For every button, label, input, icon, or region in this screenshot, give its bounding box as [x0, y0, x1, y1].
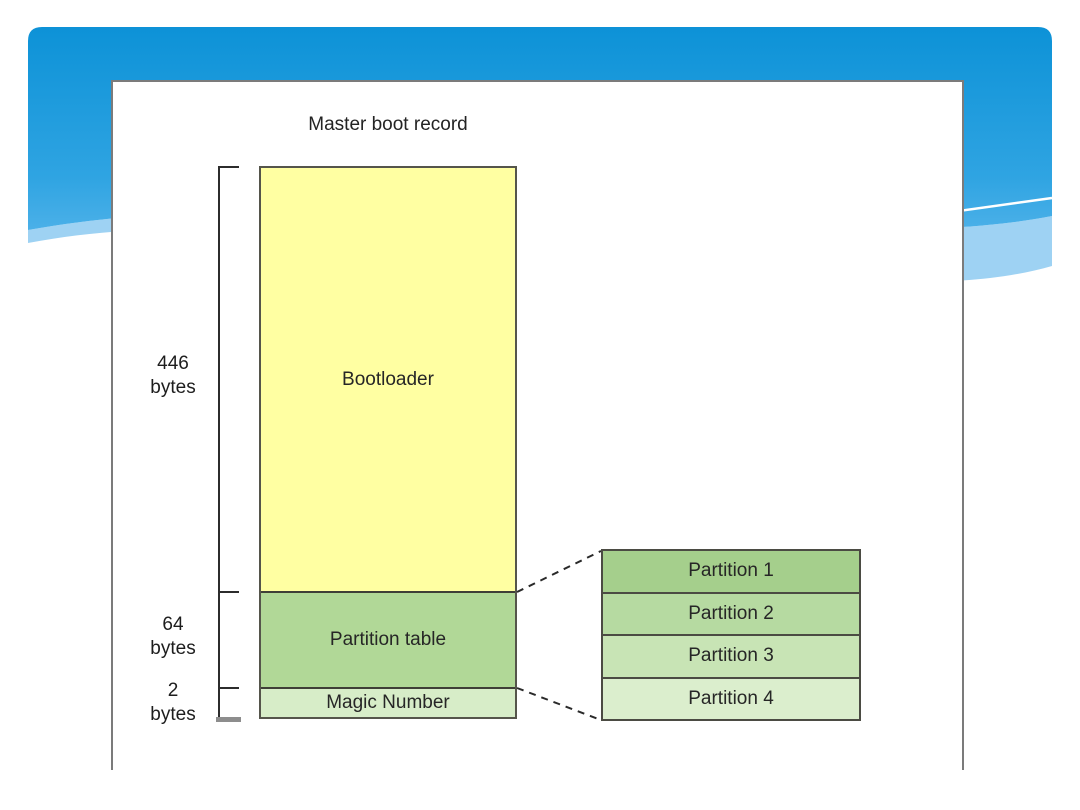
partition-table-label: Partition table [329, 629, 447, 650]
size-unit: bytes [150, 704, 196, 725]
bootloader-label: Bootloader [342, 368, 434, 390]
size-bracket-tick-bottom [216, 717, 241, 722]
size-value: 2 [167, 680, 179, 701]
size-value: 64 [162, 614, 184, 635]
mbr-section-magic-number: Magic Number [261, 687, 515, 717]
partition-row-1: Partition 1 [603, 551, 859, 592]
mbr-box: Bootloader Partition table Magic Number [259, 166, 517, 719]
size-label-partition-table: 64 bytes [128, 613, 218, 661]
size-bracket-tick-bootloader-end [218, 591, 239, 593]
partition-3-label: Partition 3 [688, 645, 774, 667]
partition-2-label: Partition 2 [688, 602, 774, 624]
partition-row-3: Partition 3 [603, 634, 859, 677]
partition-4-label: Partition 4 [688, 687, 774, 709]
size-unit: bytes [150, 377, 196, 398]
mbr-section-partition-table: Partition table [261, 591, 515, 687]
dashed-connector-top [516, 550, 602, 593]
mbr-section-bootloader: Bootloader [261, 168, 515, 591]
dashed-connector-bottom [516, 687, 602, 721]
partition-table-detail: Partition 1 Partition 2 Partition 3 Part… [601, 549, 861, 721]
size-bracket-tick-top [218, 166, 239, 168]
size-unit: bytes [150, 638, 196, 659]
partition-1-label: Partition 1 [688, 560, 774, 582]
partition-row-4: Partition 4 [603, 676, 859, 719]
size-label-bootloader: 446 bytes [128, 352, 218, 400]
size-value: 446 [157, 353, 189, 374]
size-bracket-tick-table-end [218, 687, 239, 689]
partition-row-2: Partition 2 [603, 591, 859, 634]
size-bracket-line [218, 166, 220, 722]
diagram-title: Master boot record [308, 114, 468, 135]
magic-number-label: Magic Number [326, 692, 450, 713]
size-label-magic-number: 2 bytes [128, 679, 218, 727]
